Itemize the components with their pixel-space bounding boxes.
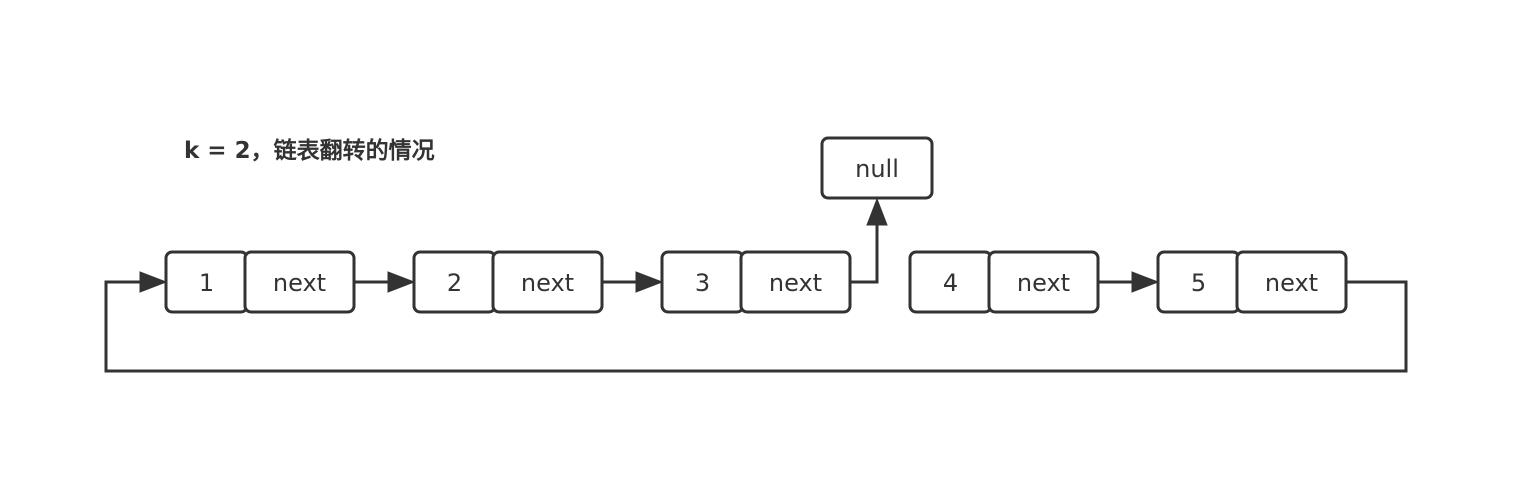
node-value: 1	[199, 269, 214, 297]
list-node-1: 1 next	[164, 250, 356, 314]
node-next-label: next	[521, 269, 574, 297]
edge-line	[104, 280, 1408, 373]
node-next-label: next	[769, 269, 822, 297]
edge-1-to-2	[354, 271, 416, 293]
edge-2-to-3	[602, 271, 664, 293]
edge-4-to-5	[1098, 271, 1160, 293]
arrowhead-right	[1131, 271, 1160, 293]
list-node-4: 4 next	[908, 250, 1100, 314]
list-node-5: 5 next	[1156, 250, 1348, 314]
diagram-title: k = 2，链表翻转的情况	[184, 137, 435, 164]
node-value: 4	[943, 269, 958, 297]
node-next-label: next	[273, 269, 326, 297]
edge-5-to-1	[104, 271, 1408, 373]
edge-line	[850, 222, 879, 284]
null-node: null	[820, 136, 934, 200]
edge-3-to-null	[850, 197, 888, 284]
list-node-2: 2 next	[412, 250, 604, 314]
arrowhead-up	[866, 197, 888, 226]
node-next-label: next	[1017, 269, 1070, 297]
node-value: 5	[1191, 269, 1206, 297]
arrowhead-right	[387, 271, 416, 293]
node-value: 2	[447, 269, 462, 297]
node-value: 3	[695, 269, 710, 297]
node-next-label: next	[1265, 269, 1318, 297]
null-label: null	[855, 155, 899, 183]
arrowhead-right	[139, 271, 168, 293]
list-node-3: 3 next	[660, 250, 852, 314]
arrowhead-right	[635, 271, 664, 293]
